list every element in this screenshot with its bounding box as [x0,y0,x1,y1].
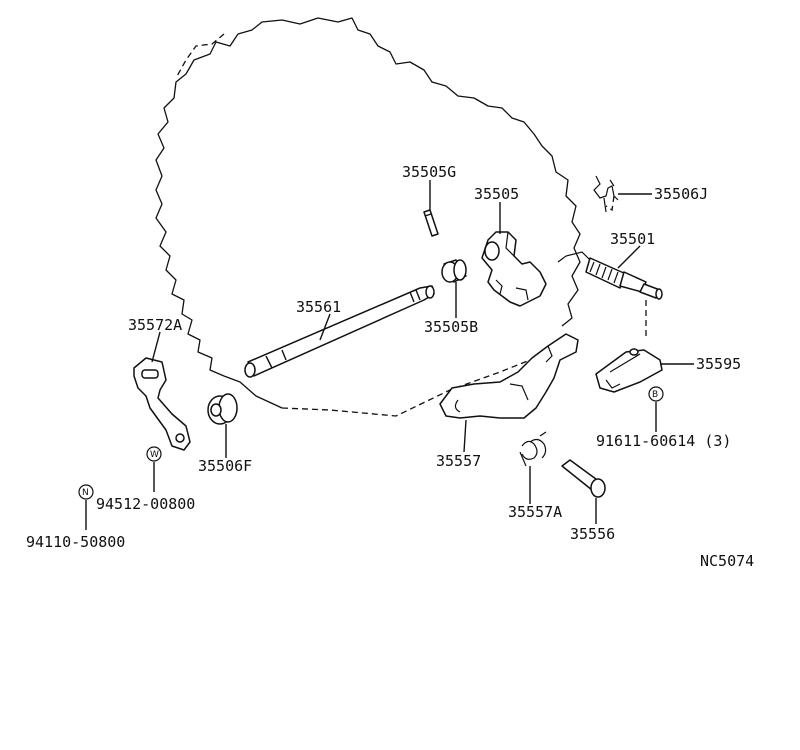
label-35501: 35501 [610,230,655,248]
label-35505b: 35505B [424,318,478,336]
label-35557: 35557 [436,452,481,470]
part-35505g-pin [423,209,439,237]
label-35505: 35505 [474,185,519,203]
label-35595: 35595 [696,355,741,373]
label-35557a: 35557A [508,503,562,521]
label-35561: 35561 [296,298,341,316]
label-35506j: 35506J [654,185,708,203]
leader-lines [85,180,694,530]
marker-w-label: W [150,450,159,460]
label-35572a: 35572A [128,316,182,334]
part-35506f-oil-seal [207,393,238,425]
marker-w-washer: W [146,446,162,462]
part-35561-shift-shaft [244,285,435,378]
part-35501-cable-rod [557,251,663,300]
marker-n-nut: N [78,484,94,500]
part-35557-fork [439,333,579,419]
part-labels: 35505G 35505 35506J 35501 35561 35505B 3… [26,163,754,570]
label-35505g: 35505G [402,163,456,181]
label-35556: 35556 [570,525,615,543]
part-35572a-lever [133,357,191,451]
part-35556-pivot-pin [561,459,606,498]
part-35505b-bushing [441,259,467,283]
label-91611-60614: 91611-60614 (3) [596,432,731,450]
part-35506j-clip [593,175,619,213]
marker-b-bolt: B [648,386,664,402]
label-94110-50800: 94110-50800 [26,533,125,551]
marker-n-label: N [82,488,89,498]
marker-b-label: B [652,390,658,400]
diagram-code: NC5074 [700,552,754,570]
label-94512-00800: 94512-00800 [96,495,195,513]
label-35506f: 35506F [198,457,252,475]
part-35557a-spring [519,431,547,467]
part-35595-bracket [595,348,663,393]
part-35505-shift-lever [481,231,547,307]
transmission-case-outline [155,17,647,417]
